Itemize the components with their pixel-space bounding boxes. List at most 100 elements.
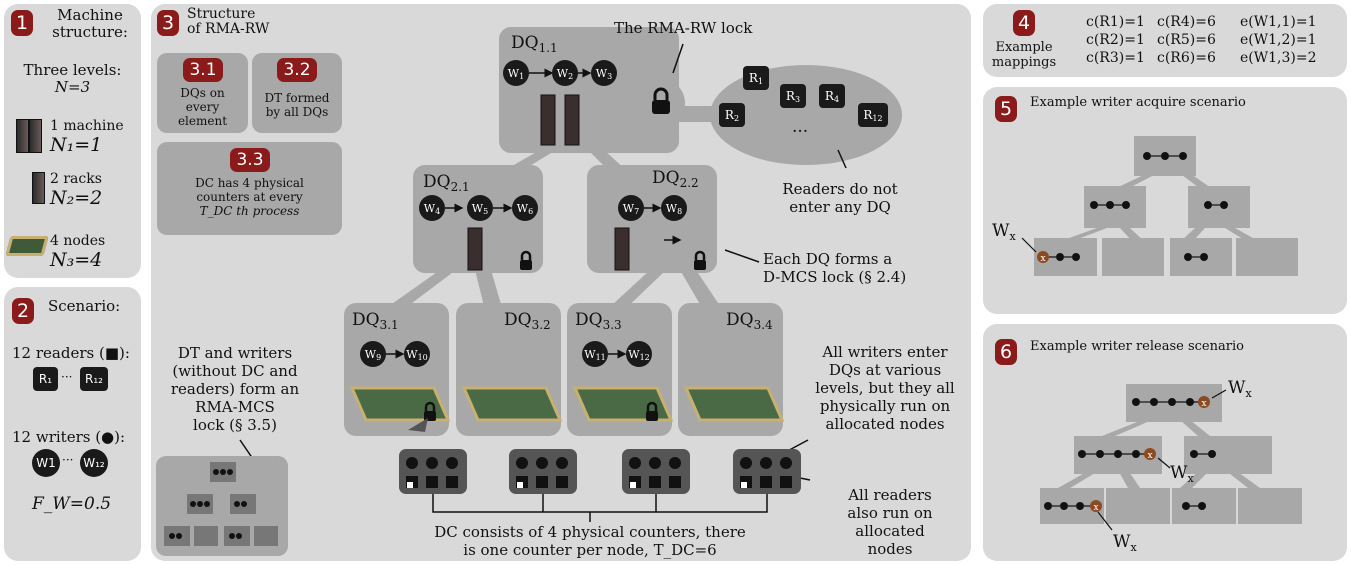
badge-3-1: 3.1 — [183, 58, 223, 82]
card-3-2-line1: DT formed — [264, 91, 330, 105]
badge-5: 5 — [995, 96, 1017, 122]
reader-ellipsis: ··· — [61, 370, 73, 384]
writer-w6-node — [512, 195, 538, 221]
mapping-e-w1-1: e(W1,1)=1 — [1240, 14, 1317, 30]
readers-run-note-line3: allocated — [855, 522, 925, 540]
acquire-x-node — [1037, 251, 1049, 263]
readers-run-note-line2: also run on — [847, 504, 933, 522]
readers-note-line1: Readers do not — [782, 180, 898, 198]
example-mappings-panel — [983, 4, 1347, 77]
mapping-c-r4: c(R4)=6 — [1157, 14, 1216, 30]
reader-r2-node — [719, 103, 745, 127]
writer-w2-node — [552, 60, 578, 86]
writer-w3-node — [591, 60, 617, 86]
reader-r3-node — [780, 84, 806, 108]
mapping-e-w1-2: e(W1,2)=1 — [1240, 32, 1317, 48]
rack-count-value: N₂=2 — [50, 187, 103, 209]
rack-count-label: 2 racks — [50, 171, 102, 187]
rma-rw-lock-title: The RMA-RW lock — [614, 19, 753, 37]
readers-run-note-line4: nodes — [867, 540, 913, 558]
scenario-title: Scenario: — [48, 297, 121, 315]
writer-w1: W1 — [32, 449, 60, 477]
panel1-title-line1: Machine — [57, 6, 123, 24]
dc-note-line1: DC consists of 4 physical counters, ther… — [434, 523, 746, 541]
release-x-node-3 — [1090, 500, 1102, 512]
svg-text:x: x — [1147, 451, 1152, 461]
panel1-title-line2: structure: — [52, 23, 128, 41]
dt-note-line3: readers) form an — [170, 380, 300, 398]
reader-r12: R₁₂ — [80, 367, 108, 391]
card-3-1-line3: element — [177, 114, 228, 128]
mapping-c-r5: c(R5)=6 — [1157, 32, 1216, 48]
levels-label: Three levels: — [23, 61, 122, 79]
dt-note-line5: lock (§ 3.5) — [193, 416, 277, 434]
scenario-panel — [4, 287, 141, 561]
writers-note-line5: allocated nodes — [825, 415, 945, 433]
panel3-title-line1: Structure — [187, 6, 256, 22]
card-3-3-line1: DC has 4 physical — [195, 176, 304, 190]
card-3-3-line3: T_DC th process — [199, 204, 300, 218]
writers-note-line2: DQs at various — [828, 361, 942, 379]
reader-r1: R₁ — [33, 367, 58, 391]
rack-icon — [32, 172, 45, 204]
readers-run-note-line1: All readers — [848, 486, 932, 504]
panel3-title-line2: of RMA-RW — [187, 21, 270, 37]
card-3-1-line1: DQs on — [180, 86, 225, 100]
card-3-2-line2: by all DQs — [265, 105, 329, 119]
badge-4: 4 — [1013, 10, 1035, 36]
writer-w7-node — [618, 195, 644, 221]
writer-ellipsis: ··· — [62, 453, 74, 467]
release-wx-label-1: Wx — [1228, 378, 1252, 400]
machine-count-label: 1 machine — [50, 118, 124, 134]
dmcs-note-line2: D-MCS lock (§ 2.4) — [763, 268, 907, 286]
writer-w10-node — [404, 341, 430, 367]
reader-r1-node — [743, 66, 769, 90]
badge-2: 2 — [12, 298, 34, 324]
release-title: Example writer release scenario — [1030, 339, 1244, 354]
mapping-c-r1: c(R1)=1 — [1086, 14, 1145, 30]
writer-w9-node — [360, 341, 386, 367]
readers-ellipsis: ... — [792, 117, 808, 137]
badge-3: 3 — [157, 10, 179, 36]
writer-w4-node — [419, 195, 445, 221]
machine-rack-image — [467, 94, 630, 271]
mapping-c-r2: c(R2)=1 — [1086, 32, 1145, 48]
writer-w12-node — [626, 341, 652, 367]
writer-fraction: F_W=0.5 — [32, 494, 112, 514]
writers-note-line3: levels, but they all — [815, 379, 955, 397]
mapping-c-r3: c(R3)=1 — [1086, 50, 1145, 66]
acquire-title: Example writer acquire scenario — [1030, 95, 1246, 110]
mappings-label-line2: mappings — [991, 55, 1057, 70]
card-3-3-line2: counters at every — [196, 190, 303, 204]
writer-w5-node — [467, 195, 493, 221]
card-3-1-line2: every — [185, 100, 220, 114]
node-count-label: 4 nodes — [50, 233, 106, 249]
reader-r4-node — [819, 84, 845, 108]
badge-1: 1 — [11, 10, 33, 36]
dt-note-line1: DT and writers — [177, 344, 293, 362]
writer-w1-node — [503, 60, 529, 86]
release-wx-label-3: Wx — [1113, 532, 1137, 554]
levels-value: N=3 — [54, 78, 91, 96]
node-count-value: N₃=4 — [50, 249, 103, 271]
machine-count-value: N₁=1 — [50, 134, 103, 156]
svg-text:x: x — [1093, 503, 1098, 513]
writer-w11-node — [582, 341, 608, 367]
readers-count-label: 12 readers (■): — [12, 344, 130, 362]
release-x-node-2 — [1144, 448, 1156, 460]
writers-note-line4: physically run on — [819, 397, 951, 415]
readers-note-line2: enter any DQ — [789, 198, 891, 216]
writers-note-line1: All writers enter — [822, 343, 948, 361]
mappings-label-line1: Example — [995, 40, 1053, 55]
writer-w8-node — [661, 195, 687, 221]
badge-3-3: 3.3 — [230, 148, 270, 172]
reader-r12-node — [858, 103, 888, 127]
writer-w12: W₁₂ — [80, 449, 108, 477]
dt-note-line2: (without DC and — [172, 362, 298, 380]
dmcs-note-line1: Each DQ forms a — [763, 250, 893, 268]
writers-count-label: 12 writers (●): — [12, 428, 126, 446]
badge-6: 6 — [995, 339, 1017, 365]
